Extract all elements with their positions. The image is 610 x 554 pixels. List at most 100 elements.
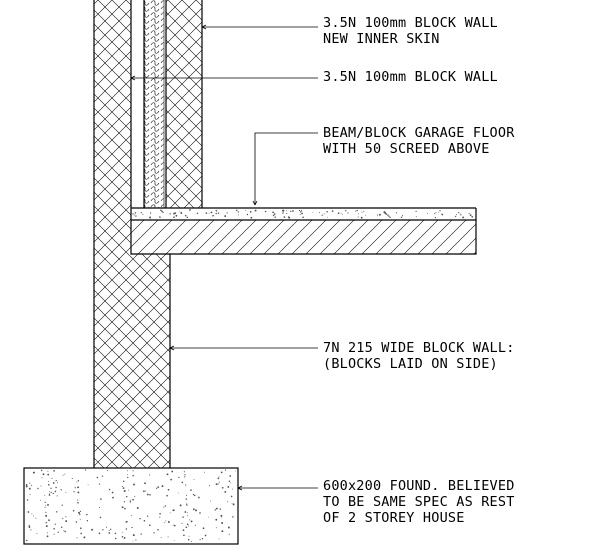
- concrete-speckle: [355, 210, 357, 212]
- concrete-speckle: [122, 531, 124, 533]
- concrete-speckle: [125, 495, 128, 498]
- concrete-speckle: [282, 212, 284, 214]
- note-garage-floor-line2: WITH 50 SCREED ABOVE: [323, 141, 490, 157]
- concrete-speckle: [36, 532, 38, 534]
- concrete-speckle: [52, 492, 54, 495]
- concrete-speckle: [110, 528, 112, 530]
- concrete-speckle: [220, 471, 223, 474]
- concrete-speckle: [209, 485, 210, 487]
- concrete-speckle: [40, 485, 42, 487]
- concrete-speckle: [123, 501, 126, 503]
- concrete-speckle: [132, 470, 134, 472]
- concrete-speckle: [360, 216, 363, 219]
- concrete-speckle: [193, 479, 195, 481]
- concrete-speckle: [44, 501, 46, 503]
- note-foundation-line2: TO BE SAME SPEC AS REST: [323, 494, 515, 510]
- concrete-speckle: [186, 504, 188, 507]
- concrete-speckle: [238, 214, 240, 216]
- concrete-speckle: [173, 540, 175, 541]
- concrete-speckle: [48, 480, 50, 482]
- concrete-speckle: [61, 504, 63, 506]
- concrete-speckle: [54, 523, 56, 525]
- floor-screed: [131, 207, 476, 221]
- concrete-speckle: [337, 212, 340, 215]
- concrete-speckle: [215, 527, 217, 529]
- concrete-speckle: [149, 494, 151, 496]
- concrete-speckle: [80, 532, 83, 535]
- concrete-speckle: [135, 215, 137, 217]
- concrete-speckle: [159, 512, 161, 515]
- concrete-speckle: [185, 484, 187, 486]
- concrete-speckle: [356, 209, 358, 212]
- concrete-speckle: [76, 537, 78, 539]
- concrete-speckle: [170, 478, 173, 481]
- concrete-speckle: [140, 211, 142, 214]
- concrete-speckle: [55, 480, 57, 482]
- concrete-speckle: [127, 489, 129, 491]
- concrete-speckle: [171, 470, 174, 473]
- concrete-speckle: [224, 469, 227, 471]
- concrete-speckle: [26, 539, 28, 542]
- concrete-speckle: [415, 216, 417, 218]
- concrete-speckle: [123, 537, 125, 539]
- concrete-speckle: [217, 483, 219, 485]
- concrete-speckle: [184, 474, 186, 476]
- concrete-speckle: [434, 216, 437, 219]
- wide-block-wall: [93, 0, 171, 468]
- concrete-speckle: [401, 215, 404, 217]
- concrete-speckle: [56, 511, 58, 513]
- concrete-speckle: [232, 488, 234, 490]
- concrete-speckle: [121, 486, 123, 488]
- concrete-speckle: [108, 530, 110, 531]
- concrete-speckle: [232, 503, 235, 506]
- concrete-speckle: [427, 213, 429, 214]
- concrete-speckle: [134, 212, 137, 214]
- concrete-speckle: [166, 473, 169, 476]
- concrete-speckle: [400, 216, 403, 219]
- concrete-speckle: [221, 530, 224, 533]
- concrete-speckle: [357, 213, 359, 215]
- concrete-speckle: [302, 216, 304, 219]
- concrete-speckle: [286, 210, 288, 212]
- concrete-speckle: [218, 538, 220, 540]
- concrete-speckle: [135, 539, 137, 541]
- concrete-speckle: [63, 530, 65, 532]
- concrete-speckle: [215, 212, 217, 215]
- concrete-speckle: [124, 507, 126, 510]
- concrete-speckle: [86, 513, 88, 516]
- concrete-speckle: [62, 517, 64, 520]
- concrete-speckle: [186, 523, 189, 526]
- concrete-speckle: [47, 503, 49, 506]
- concrete-speckle: [48, 494, 51, 496]
- concrete-speckle: [196, 212, 199, 215]
- concrete-speckle: [210, 500, 212, 502]
- concrete-speckle: [190, 520, 193, 523]
- concrete-speckle: [179, 210, 181, 212]
- concrete-speckle: [228, 533, 230, 535]
- concrete-speckle: [180, 212, 183, 214]
- concrete-speckle: [217, 477, 220, 480]
- concrete-speckle: [111, 491, 114, 494]
- concrete-speckle: [55, 486, 57, 489]
- concrete-speckle: [72, 509, 75, 512]
- concrete-speckle: [187, 538, 190, 541]
- concrete-speckle: [215, 518, 218, 521]
- concrete-speckle: [175, 214, 178, 217]
- concrete-speckle: [149, 216, 152, 219]
- concrete-speckle: [47, 483, 50, 486]
- concrete-speckle: [272, 211, 274, 214]
- concrete-speckle: [227, 526, 230, 529]
- concrete-speckle: [217, 212, 220, 214]
- concrete-speckle: [167, 536, 169, 538]
- concrete-speckle: [51, 477, 53, 480]
- note-wide-wall-line1: 7N 215 WIDE BLOCK WALL:: [323, 340, 515, 356]
- concrete-speckle: [182, 529, 185, 531]
- concrete-speckle: [216, 210, 218, 212]
- concrete-speckle: [44, 506, 46, 508]
- concrete-speckle: [131, 526, 133, 529]
- concrete-speckle: [458, 211, 460, 214]
- concrete-speckle: [199, 512, 201, 514]
- leader-lines: [130, 24, 318, 491]
- concrete-speckle: [44, 494, 46, 496]
